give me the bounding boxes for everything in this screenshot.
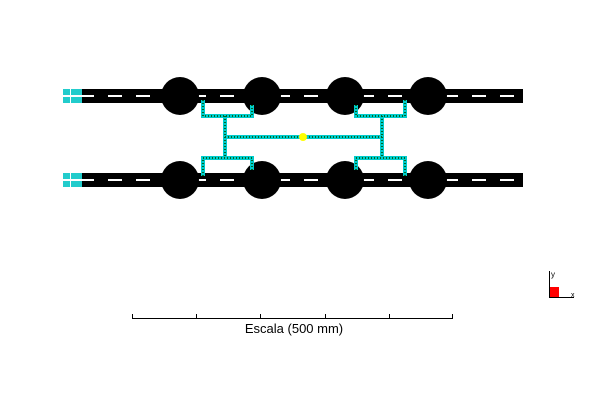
wheels — [161, 77, 447, 199]
axis-origin-marker — [549, 287, 559, 297]
scale-label: Escala (500 mm) — [244, 321, 344, 336]
wheel — [409, 161, 447, 199]
wheel — [161, 161, 199, 199]
axis-triad: y x — [549, 270, 575, 299]
wheel — [243, 161, 281, 199]
selected-node[interactable] — [299, 133, 307, 141]
axis-y-label: y — [551, 270, 555, 279]
wheel — [409, 77, 447, 115]
pipe-network — [201, 100, 407, 176]
scale-bar — [132, 314, 453, 319]
wheel — [243, 77, 281, 115]
connectors — [63, 89, 82, 187]
track-lower — [80, 173, 523, 187]
axis-x-label: x — [571, 292, 575, 299]
wheel — [326, 77, 364, 115]
track-upper — [80, 89, 523, 103]
wheel — [161, 77, 199, 115]
wheel — [326, 161, 364, 199]
